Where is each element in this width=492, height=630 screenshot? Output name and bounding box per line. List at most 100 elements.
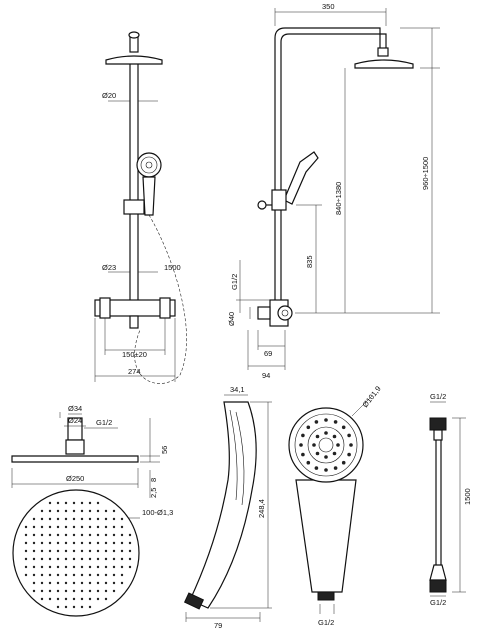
nozzle-dot (48, 573, 52, 577)
nozzle-dot (64, 557, 68, 561)
nozzle-dot (104, 573, 108, 577)
nozzle-dot (72, 605, 76, 609)
label-hose-1500: 1500 (164, 263, 181, 272)
hose-detail: G1/2 1500 G1/2 (429, 392, 472, 607)
label-350: 350 (322, 2, 335, 11)
nozzle-dot (128, 533, 132, 537)
front-view: Ø20 Ø23 1500 150±20 274 (94, 31, 187, 384)
thread-g12 (317, 591, 335, 601)
nozzle-dot (96, 517, 100, 521)
nozzle-dot (64, 533, 68, 537)
nozzle-dot (72, 565, 76, 569)
label-hose-length: 1500 (463, 488, 472, 505)
nozzle-dot (96, 597, 100, 601)
label-head-g12: G1/2 (96, 418, 112, 427)
nozzle-dot (112, 549, 116, 553)
nozzle-dot (64, 541, 68, 545)
holder-slider (123, 199, 145, 215)
nozzle-dot (24, 541, 28, 545)
nozzle-dot (56, 549, 60, 553)
hand-nozzle-dot (324, 455, 328, 459)
nozzle-dot (56, 517, 60, 521)
handshower-body-side (189, 401, 257, 609)
nozzle-dot (64, 597, 68, 601)
nozzle-dot (80, 605, 84, 609)
label-side-g12: G1/2 (230, 274, 239, 290)
nozzle-dot (24, 525, 28, 529)
hand-nozzle-dot (333, 466, 338, 470)
nozzle-dot (72, 589, 76, 593)
nozzle-dot (120, 541, 124, 545)
nozzle-dot (32, 549, 36, 553)
nozzle-dot (56, 533, 60, 537)
label-835: 835 (305, 255, 314, 268)
hand-nozzle-dot (341, 460, 346, 465)
nozzle-dot (80, 581, 84, 585)
nozzle-dot (96, 533, 100, 537)
nozzle-dot (88, 557, 92, 561)
hand-nozzle-dot (301, 433, 305, 438)
nozzle-dot (32, 557, 36, 561)
nozzle-dot (88, 517, 92, 521)
hand-nozzle-dot (324, 431, 328, 435)
nozzle-dot (120, 557, 124, 561)
nozzle-dot (112, 573, 116, 577)
label-248-4: 248,4 (257, 499, 266, 518)
rain-head-side (354, 59, 414, 69)
nozzle-dot (56, 541, 60, 545)
nozzle-dot (40, 597, 44, 601)
nozzle-dot (88, 525, 92, 529)
nozzle-dot (64, 605, 68, 609)
nozzle-dot (56, 573, 60, 577)
nozzle-dot (64, 501, 68, 505)
nozzle-dot (96, 573, 100, 577)
nozzle-dot (80, 517, 84, 521)
nozzle-dot (120, 581, 124, 585)
nozzle-dot (64, 581, 68, 585)
head-side-profile (11, 455, 139, 463)
nozzle-dot (112, 589, 116, 593)
label-hose-g12-bottom: G1/2 (430, 598, 446, 607)
nozzle-dot (112, 557, 116, 561)
nozzle-dot (32, 581, 36, 585)
hand-nozzle-dot (315, 434, 320, 439)
nozzle-dot (72, 541, 76, 545)
label-hose-g12-top: G1/2 (430, 392, 446, 401)
nozzle-dot (80, 533, 84, 537)
hand-nozzle-dot (312, 443, 316, 447)
nozzle-dot (120, 517, 124, 521)
nozzle-dot (32, 573, 36, 577)
nozzle-dot (80, 541, 84, 545)
nozzle-dot (56, 525, 60, 529)
nozzle-dot (80, 597, 84, 601)
nozzle-dot (104, 557, 108, 561)
nozzle-dot (96, 589, 100, 593)
nozzle-dot (72, 573, 76, 577)
nozzle-dot (64, 525, 68, 529)
nozzle-dot (32, 541, 36, 545)
handshower-side: 34,1 248,4 79 (183, 385, 272, 630)
nozzle-dot (80, 573, 84, 577)
nozzle-dot (56, 501, 60, 505)
nozzle-dot (64, 589, 68, 593)
nozzle-dot (112, 509, 116, 513)
nozzle-dot (48, 557, 52, 561)
nozzle-dot (112, 525, 116, 529)
nozzle-dot (88, 581, 92, 585)
hose-nut-top (429, 417, 447, 431)
handshower-front-small (136, 152, 162, 178)
nozzle-dot (32, 589, 36, 593)
nozzle-dot (48, 565, 52, 569)
handshower-front: Ø101,9 G1/2 (288, 384, 383, 627)
nozzle-dot (40, 517, 44, 521)
hand-nozzle-dot (301, 452, 305, 457)
hand-nozzle-dot (332, 451, 337, 456)
nozzle-dot (112, 533, 116, 537)
nozzle-dot (56, 597, 60, 601)
nozzle-dot (40, 525, 44, 529)
nozzle-dot (80, 557, 84, 561)
hand-nozzle-dot (347, 452, 351, 457)
nozzle-dot (56, 557, 60, 561)
nozzle-dot (32, 565, 36, 569)
